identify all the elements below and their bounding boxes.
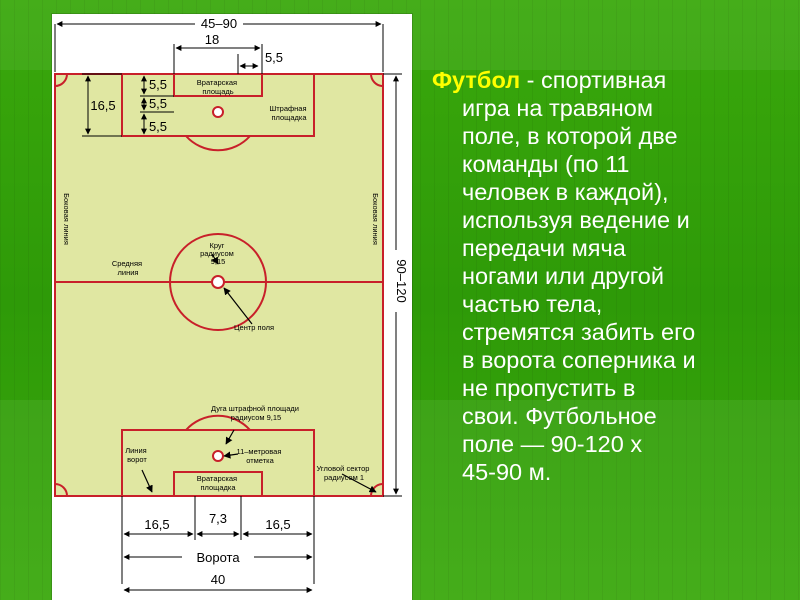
- label-corner-sector: Угловой сектор радиусом 1: [316, 464, 371, 482]
- dim-goal-label: Ворота: [196, 550, 240, 565]
- dim-16-5-side-label: 16,5: [90, 98, 115, 113]
- description-line: поле, в которой две: [462, 123, 678, 149]
- corner-arc-bottom-left: [54, 483, 68, 497]
- dim-5-5-c-label: 5,5: [149, 119, 167, 134]
- penalty-arc-top: [185, 135, 251, 152]
- penalty-spot-top: [212, 106, 224, 118]
- description-line: 45-90 м.: [462, 459, 552, 485]
- description-line: игра на травяном: [462, 95, 653, 121]
- dim-bottom-right-label: 16,5: [265, 517, 290, 532]
- description-line: передачи мяча: [462, 235, 626, 261]
- label-goal-line: Линия ворот: [125, 446, 149, 464]
- dim-5-5-top-label: 5,5: [265, 50, 283, 65]
- arrow-centre-circle: [211, 253, 219, 265]
- dimension-labels: 45–90 18 5,5 16,5 5,5 5,5 5,5 90–120 16,…: [90, 15, 409, 587]
- dim-bottom-left-label: 16,5: [144, 517, 169, 532]
- arrow-corner-sector: [341, 473, 377, 493]
- pointer-arrows: [141, 253, 377, 493]
- label-centre-spot: Центр поля: [234, 323, 274, 332]
- dim-goal-width-label: 7,3: [209, 511, 227, 526]
- dim-top-width-label: 45–90: [201, 16, 237, 31]
- label-goal-area-top: Вратарская площадь: [197, 78, 239, 96]
- description-line: не пропустить в: [462, 375, 636, 401]
- label-goal-area-bottom: Вратарская площадка: [197, 474, 239, 492]
- corner-arc-top-left: [54, 73, 68, 87]
- goal-area-bottom: [173, 471, 263, 497]
- arrow-goal-line: [141, 469, 153, 493]
- arrow-penalty-arc: [225, 429, 235, 445]
- description-line: стремятся забить его: [462, 319, 696, 345]
- field-markings: [54, 73, 384, 497]
- centre-circle: [169, 233, 267, 331]
- description-line: в ворота соперника и: [462, 347, 696, 373]
- centre-spot: [211, 275, 225, 289]
- annotation-labels: Вратарская площадь Штрафная площадка Бок…: [62, 78, 380, 492]
- label-penalty-arc: Дуга штрафной площади радиусом 9,15: [211, 404, 301, 422]
- label-side-line-right: Боковая линия: [371, 193, 380, 245]
- dim-5-5-a-label: 5,5: [149, 77, 167, 92]
- goal-area-top: [173, 73, 263, 97]
- description-line: используя ведение и: [462, 207, 690, 233]
- description-line: свои. Футбольное: [462, 403, 657, 429]
- description-first-line-rest: - спортивная: [520, 67, 667, 93]
- label-penalty-mark: 11–метровая отметка: [236, 447, 283, 465]
- description-term: Футбол: [432, 67, 521, 93]
- field-diagram-card: 45–90 18 5,5 16,5 5,5 5,5 5,5 90–120 16,…: [52, 14, 412, 600]
- football-description: Футбол - спортивная игра на травяном пол…: [432, 66, 782, 486]
- description-line: команды (по 11: [462, 151, 630, 177]
- label-penalty-area-top: Штрафная площадка: [269, 104, 308, 122]
- corner-arc-top-right: [370, 73, 384, 87]
- dim-18-label: 18: [205, 32, 219, 47]
- description-first-line: Футбол - спортивная: [432, 66, 782, 94]
- label-middle-line: Средняя линия: [112, 259, 144, 277]
- arrow-penalty-mark: [223, 451, 239, 459]
- description-line: человек в каждой),: [462, 179, 669, 205]
- description-line: ногами или другой: [462, 263, 664, 289]
- arrow-centre-spot: [223, 287, 253, 325]
- dim-5-5-b-label: 5,5: [149, 96, 167, 111]
- dim-length-label: 90–120: [394, 259, 409, 302]
- football-field-diagram: 45–90 18 5,5 16,5 5,5 5,5 5,5 90–120 16,…: [54, 15, 409, 593]
- description-line: частью тела,: [462, 291, 603, 317]
- dim-bottom-total-label: 40: [211, 572, 225, 587]
- description-line: поле — 90-120 х: [462, 431, 643, 457]
- penalty-spot-bottom: [212, 450, 224, 462]
- label-centre-circle: Круг радиусом 9,15: [200, 241, 236, 266]
- penalty-arc-bottom: [185, 414, 251, 431]
- label-side-line-left: Боковая линия: [62, 193, 71, 245]
